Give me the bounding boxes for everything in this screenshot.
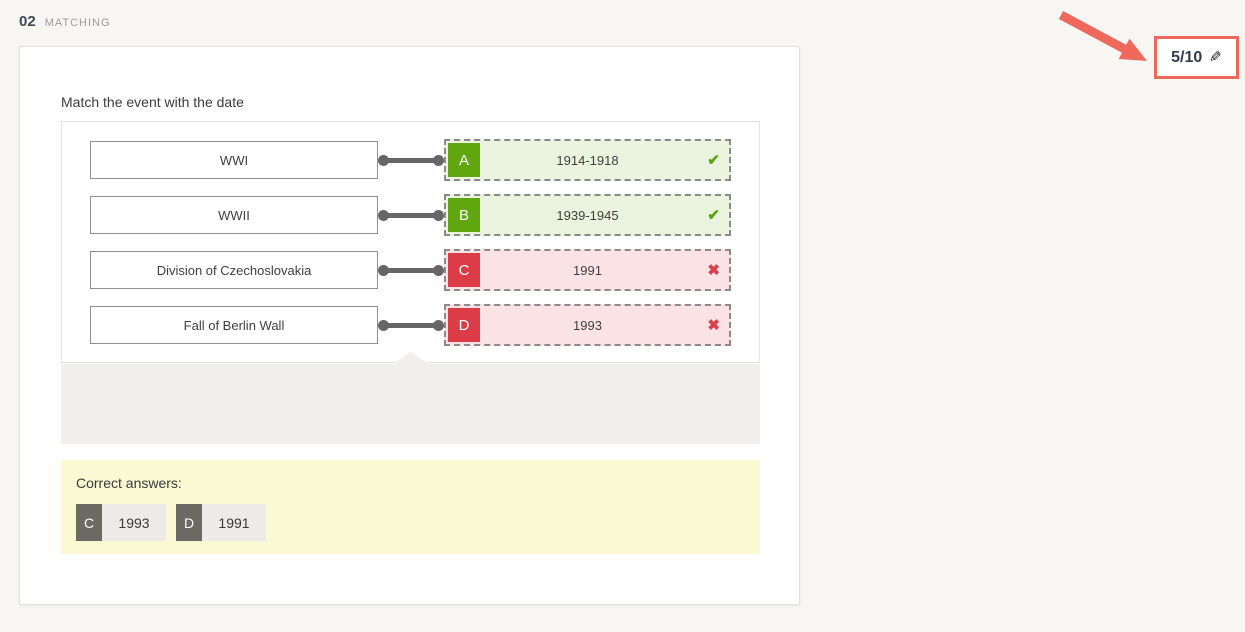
event-label: WWI: [219, 152, 249, 168]
matching-panel: WWI A 1914-1918 ✔ WWII B 1939-1945 ✔ Div…: [61, 121, 760, 363]
answer-letter-chip: C: [448, 253, 480, 287]
event-box: Division of Czechoslovakia: [90, 251, 378, 289]
correct-answer-value: 1993: [102, 504, 166, 541]
correct-answers-box: Correct answers: C 1993 D 1991: [61, 460, 760, 554]
connector-line: [378, 209, 444, 221]
pencil-edit-icon: ✎: [1209, 49, 1222, 66]
cross-icon: ✖: [707, 316, 720, 334]
event-label: Division of Czechoslovakia: [156, 262, 312, 278]
connector-line: [378, 264, 444, 276]
event-box: WWI: [90, 141, 378, 179]
answer-drop-box[interactable]: D 1993 ✖: [444, 304, 731, 346]
check-icon: ✔: [707, 206, 720, 224]
answer-date-label: 1914-1918: [556, 152, 619, 168]
question-type-label: MATCHING: [44, 17, 111, 29]
correct-answer-chip: C 1993: [76, 504, 166, 541]
question-card: Match the event with the date WWI A 1914…: [19, 46, 800, 605]
connector-line: [378, 319, 444, 331]
cross-icon: ✖: [707, 261, 720, 279]
answer-date-label: 1993: [573, 317, 602, 333]
answer-letter-chip: B: [448, 198, 480, 232]
correct-answer-letter: C: [76, 504, 102, 541]
correct-answers-label: Correct answers:: [76, 475, 182, 491]
match-row: Division of Czechoslovakia C 1991 ✖: [90, 249, 759, 291]
answers-drop-tray[interactable]: [61, 352, 760, 444]
check-icon: ✔: [707, 151, 720, 169]
connector-line: [378, 154, 444, 166]
answer-date-label: 1991: [573, 262, 602, 278]
correct-answer-chip: D 1991: [176, 504, 266, 541]
correct-answer-value: 1991: [202, 504, 266, 541]
score-value: 5/10: [1171, 48, 1203, 66]
event-box: WWII: [90, 196, 378, 234]
answer-drop-box[interactable]: B 1939-1945 ✔: [444, 194, 731, 236]
answer-date-label: 1939-1945: [556, 207, 619, 223]
score-edit-button[interactable]: 5/10 ✎: [1154, 36, 1239, 79]
annotation-arrow: [1058, 11, 1147, 61]
event-label: WWII: [218, 207, 250, 223]
match-row: WWI A 1914-1918 ✔: [90, 139, 759, 181]
match-row: WWII B 1939-1945 ✔: [90, 194, 759, 236]
correct-answer-letter: D: [176, 504, 202, 541]
event-box: Fall of Berlin Wall: [90, 306, 378, 344]
question-number: 02: [19, 13, 36, 30]
correct-answers-chips: C 1993 D 1991: [76, 504, 745, 541]
question-prompt: Match the event with the date: [61, 94, 244, 110]
answer-letter-chip: A: [448, 143, 480, 177]
answer-drop-box[interactable]: A 1914-1918 ✔: [444, 139, 731, 181]
match-row: Fall of Berlin Wall D 1993 ✖: [90, 304, 759, 346]
answer-letter-chip: D: [448, 308, 480, 342]
event-label: Fall of Berlin Wall: [183, 317, 285, 333]
answer-drop-box[interactable]: C 1991 ✖: [444, 249, 731, 291]
question-header: 02 MATCHING: [19, 13, 111, 30]
